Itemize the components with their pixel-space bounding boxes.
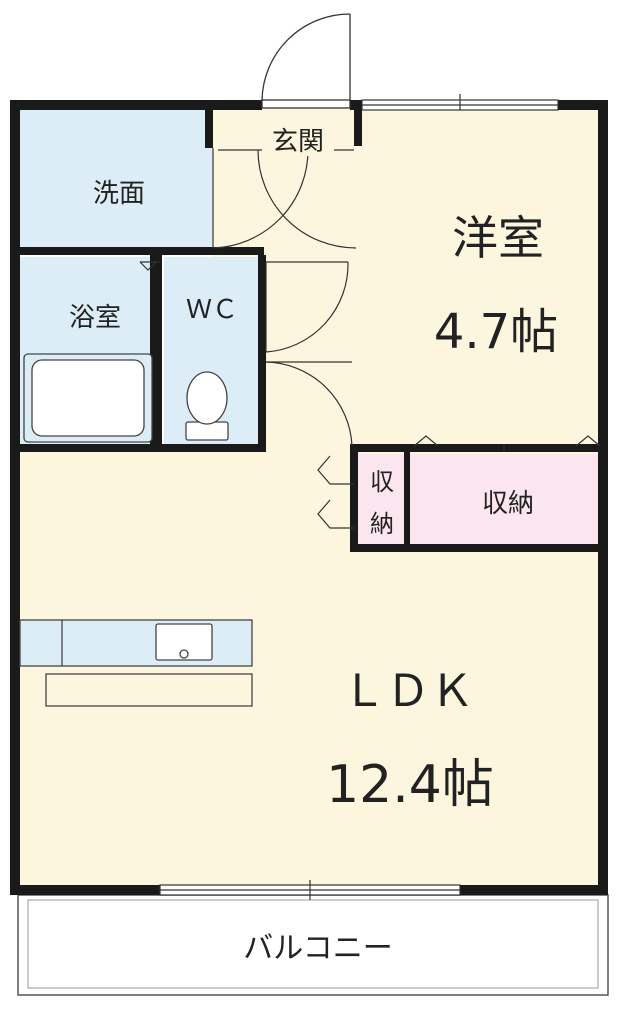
- closet-wide-floor: [410, 454, 602, 546]
- bathroom-label: 浴室: [69, 303, 121, 333]
- closet-wide-label: 収納: [482, 489, 534, 519]
- balcony-inner: [27, 899, 599, 989]
- entrance-door: [261, 13, 351, 109]
- interior-walls: [10, 108, 608, 552]
- western-room-size: 4.7帖: [434, 304, 558, 360]
- western-room-floor: [360, 108, 602, 448]
- washroom-label: 洗面: [93, 179, 145, 209]
- washroom-floor: [18, 108, 212, 252]
- balcony-outline: [17, 894, 609, 996]
- balcony-label: バルコニー: [243, 931, 392, 966]
- kitchen-counter: [19, 619, 253, 707]
- entrance-label: 玄関: [272, 127, 324, 157]
- closet-small-floor: [358, 454, 408, 546]
- western-room-label: 洋室: [452, 211, 544, 265]
- ldk-label: ＬＤＫ: [342, 666, 474, 717]
- window-bottom: [159, 880, 461, 900]
- toilet-label: ＷＣ: [186, 295, 238, 325]
- closet-small-label-1: 収: [370, 468, 394, 496]
- ldk-size: 12.4帖: [326, 755, 494, 815]
- entrance-label-bg: [262, 124, 334, 156]
- closet-small-label-2: 納: [370, 510, 394, 538]
- window-top: [361, 94, 559, 111]
- toilet-fixture: [185, 371, 229, 441]
- bathtub: [23, 353, 153, 443]
